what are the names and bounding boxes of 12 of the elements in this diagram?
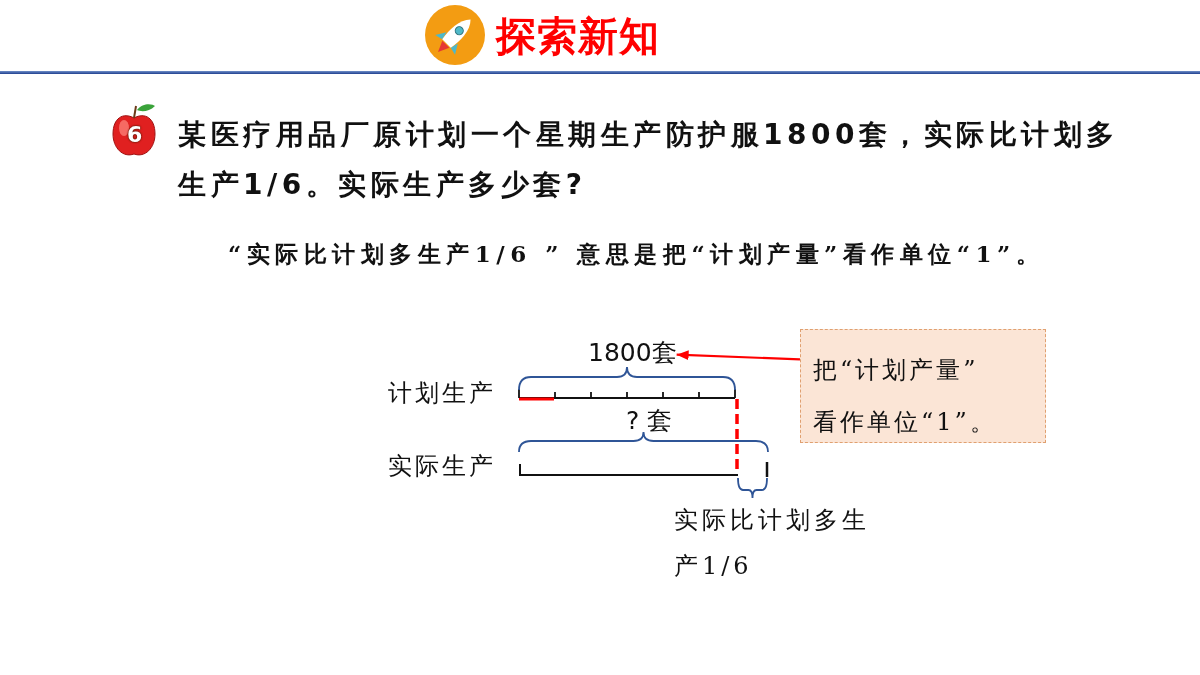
callout-box bbox=[800, 329, 1046, 443]
explanation-text: “实际比计划多生产1/6 ” 意思是把“计划产量”看作单位“1”。 bbox=[228, 239, 1045, 269]
question-text: 某医疗用品厂原计划一个星期生产防护服1800套，实际比计划多生产1/6。实际生产多少套? bbox=[178, 117, 1120, 203]
row-label: 实际生产 bbox=[388, 451, 496, 482]
question-number: 6 bbox=[127, 122, 143, 148]
section-title: 探索新知 bbox=[496, 12, 660, 60]
difference-label: 实际比计划多生产1/6 bbox=[674, 505, 871, 582]
quantity-label: 1800套 bbox=[588, 337, 677, 369]
callout-text: 把“计划产量”看作单位“1”。 bbox=[813, 355, 998, 438]
row-label: 计划生产 bbox=[388, 378, 496, 409]
unknown-quantity-label: ? 套 bbox=[626, 405, 673, 437]
arrow bbox=[676, 350, 801, 361]
